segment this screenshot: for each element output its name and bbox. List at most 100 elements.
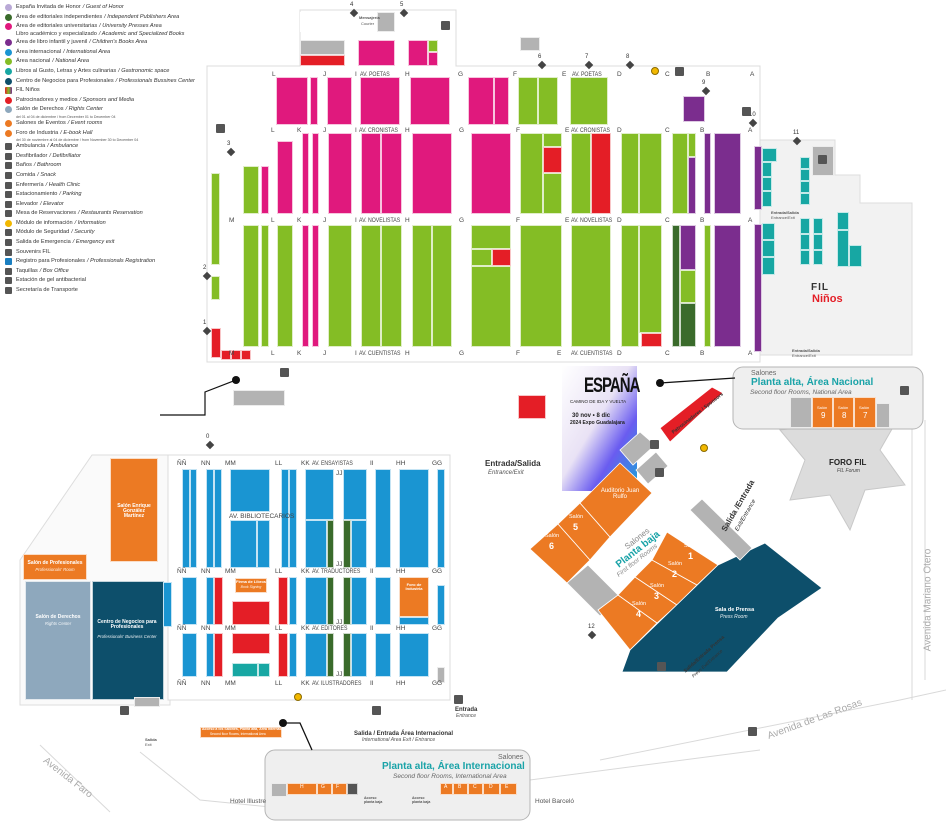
room-g[interactable] bbox=[317, 783, 332, 795]
salon-enrique-gonzalez-martinez[interactable] bbox=[110, 458, 158, 562]
booth[interactable] bbox=[543, 147, 562, 173]
booth[interactable] bbox=[494, 77, 509, 125]
centro-de-negocios[interactable] bbox=[92, 581, 164, 700]
room-c[interactable] bbox=[468, 783, 483, 795]
booth[interactable] bbox=[543, 133, 562, 147]
salon-7[interactable] bbox=[854, 397, 876, 428]
booth[interactable] bbox=[351, 577, 367, 625]
booth[interactable] bbox=[278, 577, 288, 625]
booth[interactable] bbox=[688, 133, 696, 157]
booth[interactable] bbox=[518, 77, 538, 125]
booth[interactable] bbox=[680, 225, 696, 270]
salon-9[interactable] bbox=[812, 397, 833, 428]
booth[interactable] bbox=[312, 225, 319, 347]
booth[interactable] bbox=[800, 193, 810, 205]
booth[interactable] bbox=[437, 585, 445, 625]
booth[interactable] bbox=[277, 141, 293, 214]
booth[interactable] bbox=[211, 328, 221, 358]
booth[interactable] bbox=[876, 403, 890, 428]
booth[interactable] bbox=[232, 663, 258, 677]
booth[interactable] bbox=[258, 663, 270, 677]
booth[interactable] bbox=[471, 225, 511, 249]
booth[interactable] bbox=[375, 469, 391, 568]
booth[interactable] bbox=[327, 633, 334, 677]
booth[interactable] bbox=[754, 146, 762, 210]
booth[interactable] bbox=[211, 173, 220, 265]
booth[interactable] bbox=[351, 520, 367, 568]
booth[interactable] bbox=[302, 225, 309, 347]
booth[interactable] bbox=[762, 162, 772, 177]
sponsors-strip[interactable] bbox=[659, 386, 724, 443]
booth[interactable] bbox=[231, 350, 241, 360]
booth[interactable] bbox=[214, 469, 222, 568]
exit-corridor[interactable] bbox=[689, 498, 753, 561]
booth[interactable] bbox=[190, 469, 197, 568]
booth[interactable] bbox=[300, 40, 345, 55]
booth[interactable] bbox=[276, 77, 308, 125]
booth[interactable] bbox=[182, 633, 197, 677]
booth[interactable] bbox=[762, 240, 775, 257]
booth[interactable] bbox=[428, 40, 438, 52]
booth[interactable] bbox=[408, 12, 438, 32]
booth[interactable] bbox=[230, 520, 257, 568]
booth[interactable] bbox=[163, 582, 172, 627]
booth[interactable] bbox=[704, 133, 711, 214]
booth[interactable] bbox=[688, 157, 696, 214]
booth[interactable] bbox=[639, 225, 662, 333]
booth[interactable] bbox=[570, 77, 608, 125]
booth[interactable] bbox=[230, 469, 270, 512]
salon-8[interactable] bbox=[833, 397, 854, 428]
booth[interactable] bbox=[328, 225, 352, 347]
booth[interactable] bbox=[538, 77, 558, 125]
firma-de-libros[interactable] bbox=[235, 578, 267, 593]
booth[interactable] bbox=[471, 133, 511, 214]
restroom-block[interactable] bbox=[635, 451, 669, 485]
booth[interactable] bbox=[302, 133, 309, 214]
booth[interactable] bbox=[327, 520, 334, 568]
booth[interactable] bbox=[375, 577, 391, 625]
booth[interactable] bbox=[305, 469, 334, 520]
booth[interactable] bbox=[343, 633, 351, 677]
booth[interactable] bbox=[800, 181, 810, 193]
booth[interactable] bbox=[813, 250, 823, 265]
auditorio-juan-rulfo[interactable] bbox=[579, 462, 653, 538]
booth[interactable] bbox=[762, 223, 775, 240]
booth[interactable] bbox=[468, 77, 494, 125]
booth[interactable] bbox=[377, 12, 395, 32]
booth[interactable] bbox=[300, 12, 345, 32]
booth[interactable] bbox=[762, 148, 777, 162]
booth[interactable] bbox=[289, 577, 297, 625]
booth[interactable] bbox=[243, 166, 259, 214]
room-f[interactable] bbox=[332, 783, 347, 795]
booth[interactable] bbox=[243, 225, 259, 347]
booth[interactable] bbox=[343, 577, 351, 625]
booth[interactable] bbox=[277, 225, 293, 347]
booth[interactable] bbox=[328, 133, 352, 214]
booth[interactable] bbox=[361, 133, 381, 214]
booth[interactable] bbox=[412, 225, 432, 347]
sponsor-stand[interactable] bbox=[518, 395, 546, 419]
booth[interactable] bbox=[641, 333, 662, 347]
booth[interactable] bbox=[714, 133, 741, 214]
booth[interactable] bbox=[800, 250, 810, 265]
booth[interactable] bbox=[206, 469, 214, 568]
booth[interactable] bbox=[800, 218, 810, 234]
booth[interactable] bbox=[300, 55, 345, 66]
booth[interactable] bbox=[257, 520, 270, 568]
booth[interactable] bbox=[310, 77, 318, 125]
booth[interactable] bbox=[762, 257, 775, 275]
room-h[interactable] bbox=[287, 783, 317, 795]
booth[interactable] bbox=[214, 633, 223, 677]
booth[interactable] bbox=[241, 350, 251, 360]
booth[interactable] bbox=[327, 77, 352, 125]
booth[interactable] bbox=[343, 520, 351, 568]
booth[interactable] bbox=[683, 96, 705, 122]
booth[interactable] bbox=[305, 577, 327, 625]
booth[interactable] bbox=[672, 225, 680, 347]
booth[interactable] bbox=[381, 225, 402, 347]
booth[interactable] bbox=[351, 633, 367, 677]
booth[interactable] bbox=[571, 133, 591, 214]
booth[interactable] bbox=[714, 225, 741, 347]
booth[interactable] bbox=[312, 133, 319, 214]
booth[interactable] bbox=[305, 633, 327, 677]
